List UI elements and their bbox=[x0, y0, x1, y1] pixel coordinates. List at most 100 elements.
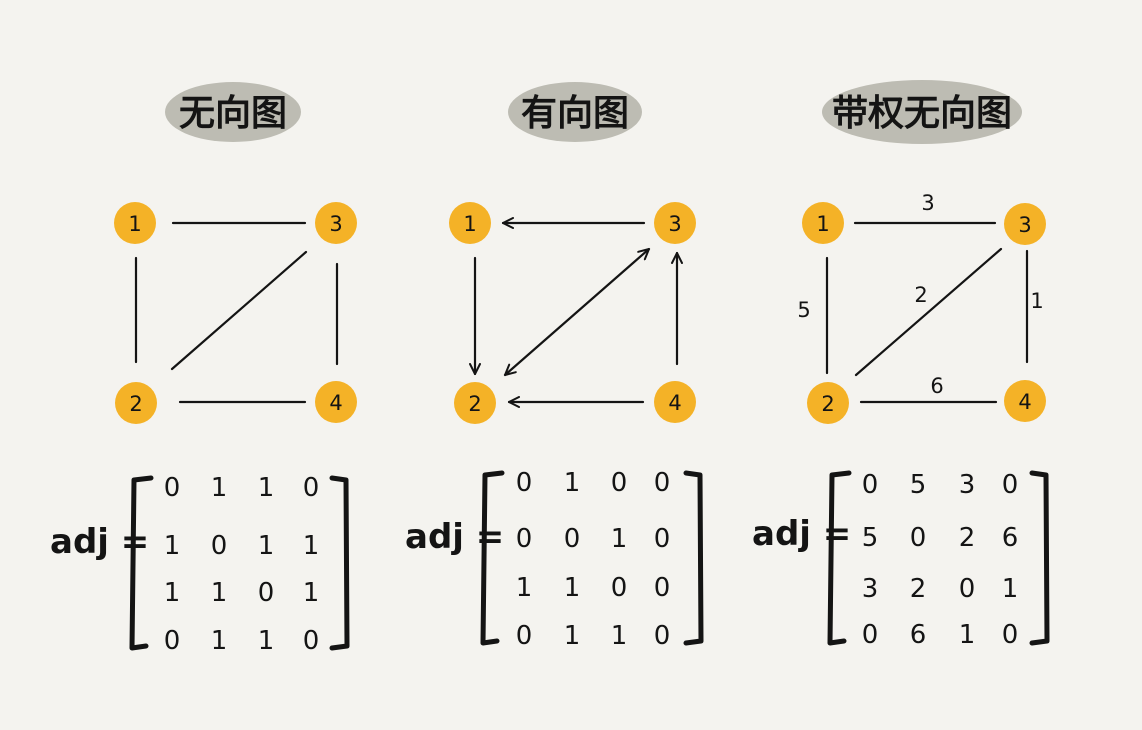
node-1: 1 bbox=[114, 202, 156, 244]
title-pill: 带权无向图 bbox=[822, 80, 1022, 144]
matrix-right-bracket bbox=[683, 470, 704, 646]
matrix-cell-r1-c1: 0 bbox=[862, 470, 879, 500]
edge-weight-label: 6 bbox=[930, 374, 943, 398]
matrix-cell-r3-c2: 2 bbox=[910, 574, 927, 604]
node-3: 3 bbox=[1004, 203, 1046, 245]
panel-title: 有向图 bbox=[521, 93, 629, 134]
matrix-cell-r3-c3: 0 bbox=[611, 573, 628, 603]
matrix-cell-r2-c1: 1 bbox=[164, 531, 181, 561]
node-label: 1 bbox=[816, 212, 829, 236]
edge-group bbox=[469, 217, 683, 408]
edge-group bbox=[134, 221, 339, 404]
node-circle bbox=[654, 381, 696, 423]
matrix-cell-r1-c3: 3 bbox=[959, 470, 976, 500]
matrix-cell-r4-c1: 0 bbox=[164, 626, 181, 656]
matrix-cell-r4-c3: 1 bbox=[258, 626, 275, 656]
matrix-cell-r2-c1: 5 bbox=[862, 523, 879, 553]
node-label: 2 bbox=[468, 392, 481, 416]
matrix-cell-r1-c4: 0 bbox=[303, 473, 320, 503]
title-pill-background bbox=[822, 80, 1022, 144]
edge-weight-label: 2 bbox=[914, 283, 927, 307]
node-circle bbox=[315, 381, 357, 423]
matrix-cell-r3-c4: 1 bbox=[1002, 574, 1019, 604]
node-circle bbox=[114, 202, 156, 244]
node-label: 4 bbox=[1018, 390, 1031, 414]
matrix-cell-r2-c4: 0 bbox=[654, 524, 671, 554]
matrix-cell-r3-c3: 0 bbox=[258, 578, 275, 608]
title-pill: 无向图 bbox=[165, 82, 301, 142]
adj-label: adj = bbox=[405, 517, 504, 557]
matrix-left-bracket bbox=[827, 470, 852, 646]
matrix-cell-r1-c2: 1 bbox=[564, 468, 581, 498]
matrix-cell-r1-c1: 0 bbox=[164, 473, 181, 503]
matrix-cell-r4-c2: 1 bbox=[564, 621, 581, 651]
matrix-cell-r3-c4: 1 bbox=[303, 578, 320, 608]
edge-weight-label: 5 bbox=[797, 298, 810, 322]
matrix-cell-r4-c4: 0 bbox=[654, 621, 671, 651]
node-1: 1 bbox=[449, 202, 491, 244]
edge-weight-label: 3 bbox=[921, 191, 934, 215]
panel-title: 带权无向图 bbox=[832, 93, 1012, 134]
edge-2-3 bbox=[170, 250, 308, 371]
matrix-cell-r3-c3: 0 bbox=[959, 574, 976, 604]
matrix-cell-r3-c1: 1 bbox=[516, 573, 533, 603]
matrix-cell-r3-c2: 1 bbox=[211, 578, 228, 608]
matrix-cell-r2-c4: 1 bbox=[303, 531, 320, 561]
node-circle bbox=[654, 202, 696, 244]
node-label: 3 bbox=[329, 212, 342, 236]
node-group: 1 2 3 4 bbox=[802, 202, 1046, 424]
node-3: 3 bbox=[654, 202, 696, 244]
node-label: 2 bbox=[129, 392, 142, 416]
matrix-right-bracket bbox=[1029, 470, 1050, 646]
matrix-cell-r4-c1: 0 bbox=[862, 620, 879, 650]
node-circle bbox=[1004, 380, 1046, 422]
node-circle bbox=[454, 382, 496, 424]
matrix-cell-r3-c4: 0 bbox=[654, 573, 671, 603]
edge-weight-label: 1 bbox=[1030, 289, 1043, 313]
matrix-right-bracket bbox=[329, 475, 350, 651]
matrix-cell-r2-c4: 6 bbox=[1002, 523, 1019, 553]
matrix-cell-r3-c2: 1 bbox=[564, 573, 581, 603]
matrix-cell-r1-c4: 0 bbox=[1002, 470, 1019, 500]
matrix-cell-r4-c2: 6 bbox=[910, 620, 927, 650]
title-pill: 有向图 bbox=[508, 82, 642, 142]
matrix-cell-r3-c1: 1 bbox=[164, 578, 181, 608]
node-group: 1 2 3 4 bbox=[114, 202, 357, 424]
matrix-cell-r2-c2: 0 bbox=[910, 523, 927, 553]
node-4: 4 bbox=[654, 381, 696, 423]
adj-label: adj = bbox=[752, 514, 851, 554]
matrix-cell-r4-c4: 0 bbox=[1002, 620, 1019, 650]
node-label: 3 bbox=[1018, 213, 1031, 237]
matrix-left-bracket bbox=[129, 475, 154, 651]
node-circle bbox=[807, 382, 849, 424]
edge-2-3 bbox=[854, 247, 1003, 377]
matrix-cell-r1-c2: 1 bbox=[211, 473, 228, 503]
node-label: 2 bbox=[821, 392, 834, 416]
matrix-cell-r2-c2: 0 bbox=[211, 531, 228, 561]
title-pill-background bbox=[508, 82, 642, 142]
node-2: 2 bbox=[115, 382, 157, 424]
matrix-cell-r1-c2: 5 bbox=[910, 470, 927, 500]
matrix-cell-r4-c1: 0 bbox=[516, 621, 533, 651]
matrix-cell-r2-c3: 2 bbox=[959, 523, 976, 553]
matrix-cell-r2-c3: 1 bbox=[611, 524, 628, 554]
node-circle bbox=[315, 202, 357, 244]
matrix-cell-r1-c1: 0 bbox=[516, 468, 533, 498]
matrix-cell-r4-c4: 0 bbox=[303, 626, 320, 656]
matrix-cell-r1-c4: 0 bbox=[654, 468, 671, 498]
node-3: 3 bbox=[315, 202, 357, 244]
node-circle bbox=[115, 382, 157, 424]
node-label: 4 bbox=[329, 391, 342, 415]
matrix-left-bracket bbox=[480, 470, 505, 646]
panel-title: 无向图 bbox=[179, 93, 287, 134]
node-label: 1 bbox=[128, 212, 141, 236]
matrix-cell-r2-c3: 1 bbox=[258, 531, 275, 561]
node-circle bbox=[449, 202, 491, 244]
matrix-cell-r4-c2: 1 bbox=[211, 626, 228, 656]
node-circle bbox=[802, 202, 844, 244]
